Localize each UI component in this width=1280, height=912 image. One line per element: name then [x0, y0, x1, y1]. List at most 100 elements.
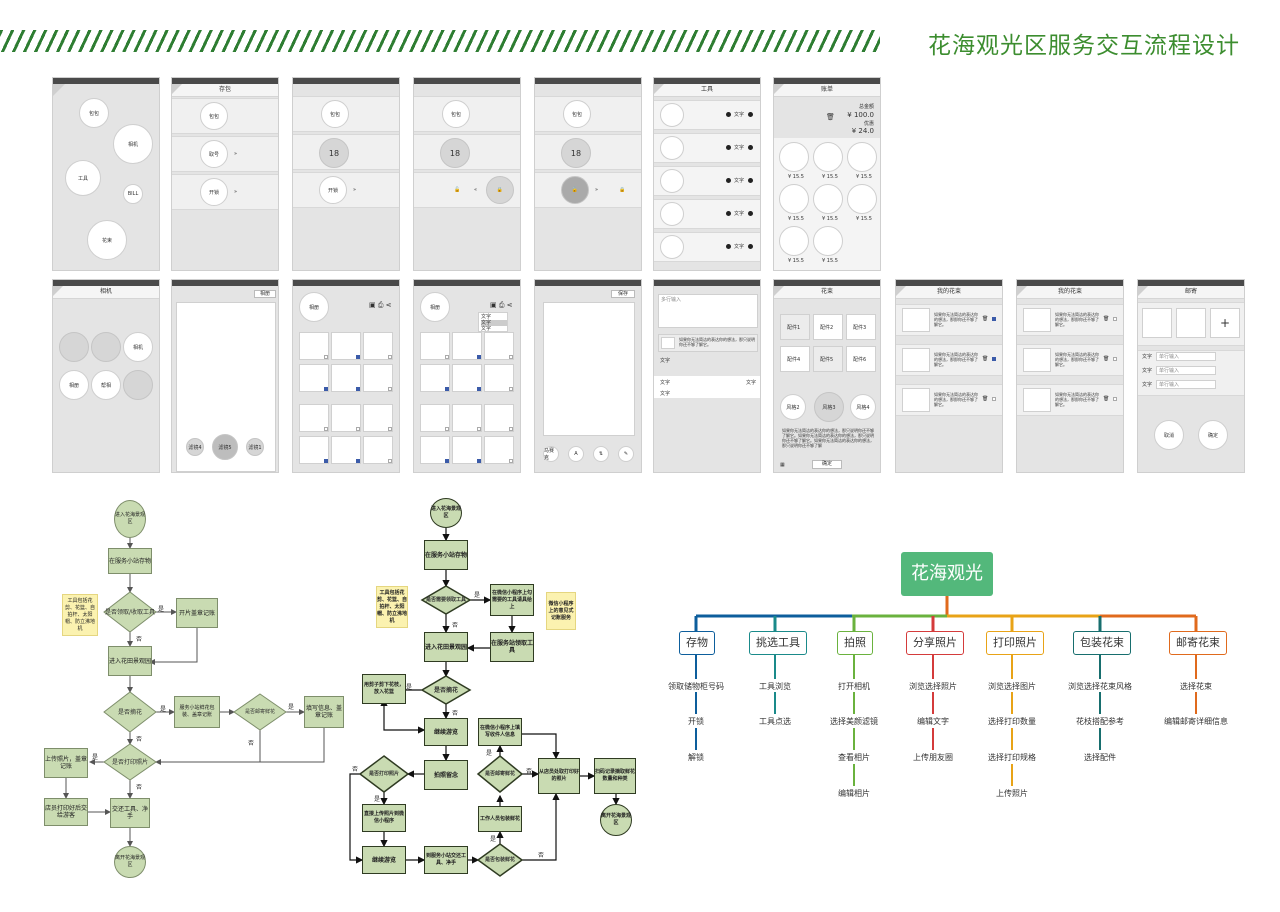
photo-thumbnail[interactable] [452, 436, 482, 464]
style-option[interactable]: 风格3 [814, 392, 844, 422]
photo-thumbnail[interactable] [420, 364, 450, 392]
photo-thumbnail[interactable] [484, 436, 514, 464]
photo-thumbnail[interactable] [299, 364, 329, 392]
photo-thumbnail[interactable] [363, 404, 393, 432]
flow2-fill-recipient: 在微信小程序上填写收件人信息 [478, 718, 522, 746]
photo-checkbox[interactable] [324, 387, 328, 391]
confirm-button[interactable]: 确定 [812, 460, 842, 469]
flow1-fill-info: 填写信息、盖章记账 [304, 696, 344, 728]
lock-circle[interactable]: 🔓 [561, 176, 589, 204]
photo-checkbox[interactable] [388, 459, 392, 463]
photo-checkbox[interactable] [477, 355, 481, 359]
crop-button[interactable]: ⇅ [593, 446, 609, 462]
accessory-option[interactable]: 配件3 [846, 314, 876, 340]
save-button[interactable]: 保存 [611, 290, 635, 298]
dropdown-menu[interactable]: 文字 文字 文字 [478, 312, 508, 332]
filter-option-selected[interactable]: 滤镜5 [212, 434, 238, 460]
photo-checkbox[interactable] [324, 459, 328, 463]
flow1-store: 在服务小站存物 [108, 548, 152, 574]
take-number-button[interactable]: 取号 [200, 140, 228, 168]
multiline-input[interactable]: 多行输入 [658, 294, 758, 328]
photo-checkbox[interactable] [509, 459, 513, 463]
photo-checkbox[interactable] [445, 459, 449, 463]
input-field[interactable]: 单行输入 [1156, 352, 1216, 361]
text-button[interactable]: A [568, 446, 584, 462]
photo-checkbox[interactable] [356, 459, 360, 463]
camera-circle[interactable]: 相机 [113, 124, 153, 164]
photo-thumbnail[interactable] [420, 436, 450, 464]
photo-checkbox[interactable] [324, 355, 328, 359]
photo-thumbnail[interactable] [331, 332, 361, 360]
share-icon[interactable]: ▣ ⎙ ⋖ [490, 301, 513, 309]
photo-thumbnail[interactable] [331, 436, 361, 464]
photo-thumbnail[interactable] [452, 404, 482, 432]
brush-button[interactable]: ✎ [618, 446, 634, 462]
accessory-option[interactable]: 配件2 [813, 314, 843, 340]
photo-thumbnail[interactable] [331, 364, 361, 392]
photo-checkbox[interactable] [445, 427, 449, 431]
photo-checkbox[interactable] [509, 387, 513, 391]
photo-thumbnail[interactable] [299, 404, 329, 432]
photo-checkbox[interactable] [509, 355, 513, 359]
photo-thumbnail[interactable] [331, 404, 361, 432]
album-button[interactable]: 相册 [254, 290, 276, 298]
phone-unlock: 包包 18 🔓 » 🔒 [534, 77, 642, 271]
photo-thumbnail[interactable] [299, 332, 329, 360]
flower-circle[interactable]: 花束 [87, 220, 127, 260]
filter-option[interactable]: 滤镜4 [186, 438, 204, 456]
grid-icon[interactable]: ▦ [780, 462, 785, 468]
flow1-wrap: 服务小站鲜花包装、盖章记账 [174, 696, 220, 728]
photo-thumbnail[interactable] [452, 332, 482, 360]
photo-thumbnail[interactable] [363, 364, 393, 392]
photo-checkbox[interactable] [356, 427, 360, 431]
bill-circle[interactable]: BILL [123, 184, 143, 204]
camera-button[interactable]: 相机 [123, 332, 153, 362]
ok-button[interactable]: 确定 [1198, 420, 1228, 450]
album-button[interactable]: 相册 [59, 370, 89, 400]
unlock-button[interactable]: 开锁 [200, 178, 228, 206]
photo-checkbox[interactable] [509, 427, 513, 431]
photo-thumbnail[interactable] [299, 436, 329, 464]
photo-thumbnail[interactable] [484, 332, 514, 360]
photo-thumbnail[interactable] [484, 364, 514, 392]
photo-thumbnail[interactable] [420, 332, 450, 360]
flow2-cut-flowers: 用剪子剪下花枝，放入花篮 [362, 674, 406, 704]
photo-thumbnail[interactable] [363, 436, 393, 464]
photo-checkbox[interactable] [445, 355, 449, 359]
cancel-button[interactable]: 取消 [1154, 420, 1184, 450]
style-option[interactable]: 风格2 [780, 394, 806, 420]
accessory-option[interactable]: 配件6 [846, 346, 876, 372]
lock-circle[interactable]: 🔒 [486, 176, 514, 204]
bag-circle[interactable]: 包包 [79, 98, 109, 128]
photo-checkbox[interactable] [388, 387, 392, 391]
tools-circle[interactable]: 工具 [65, 160, 101, 196]
photo-thumbnail[interactable] [363, 332, 393, 360]
mindmap-leaf: 领取储物柜号码 [668, 682, 724, 691]
photo-checkbox[interactable] [477, 427, 481, 431]
photo-thumbnail[interactable] [452, 364, 482, 392]
add-photo-button[interactable]: + [1210, 308, 1240, 338]
help-photo-button[interactable]: 帮相 [91, 370, 121, 400]
photo-checkbox[interactable] [324, 427, 328, 431]
photo-checkbox[interactable] [477, 387, 481, 391]
photo-checkbox[interactable] [445, 387, 449, 391]
mosaic-button[interactable]: 马赛克 [543, 446, 559, 462]
style-option[interactable]: 风格4 [850, 394, 876, 420]
input-field[interactable]: 单行输入 [1156, 380, 1216, 389]
mindmap-leaf: 选择配件 [1084, 753, 1116, 762]
phone-my-bouquet: 我的花束 如果你无法简洁的表达你的想法，那即你还不够了解它。 🗑 如果你无法简洁… [895, 279, 1003, 473]
photo-checkbox[interactable] [388, 355, 392, 359]
photo-thumbnail[interactable] [484, 404, 514, 432]
filter-option[interactable]: 滤镜1 [246, 438, 264, 456]
photo-checkbox[interactable] [477, 459, 481, 463]
share-icon[interactable]: ▣ ⎙ ⋖ [369, 301, 392, 309]
trash-icon[interactable]: 🗑 [826, 113, 835, 121]
accessory-option[interactable]: 配件4 [780, 346, 810, 372]
photo-checkbox[interactable] [356, 387, 360, 391]
photo-thumbnail[interactable] [420, 404, 450, 432]
photo-checkbox[interactable] [356, 355, 360, 359]
photo-checkbox[interactable] [388, 427, 392, 431]
accessory-option[interactable]: 配件5 [813, 346, 843, 372]
accessory-option[interactable]: 配件1 [780, 314, 810, 340]
input-field[interactable]: 单行输入 [1156, 366, 1216, 375]
